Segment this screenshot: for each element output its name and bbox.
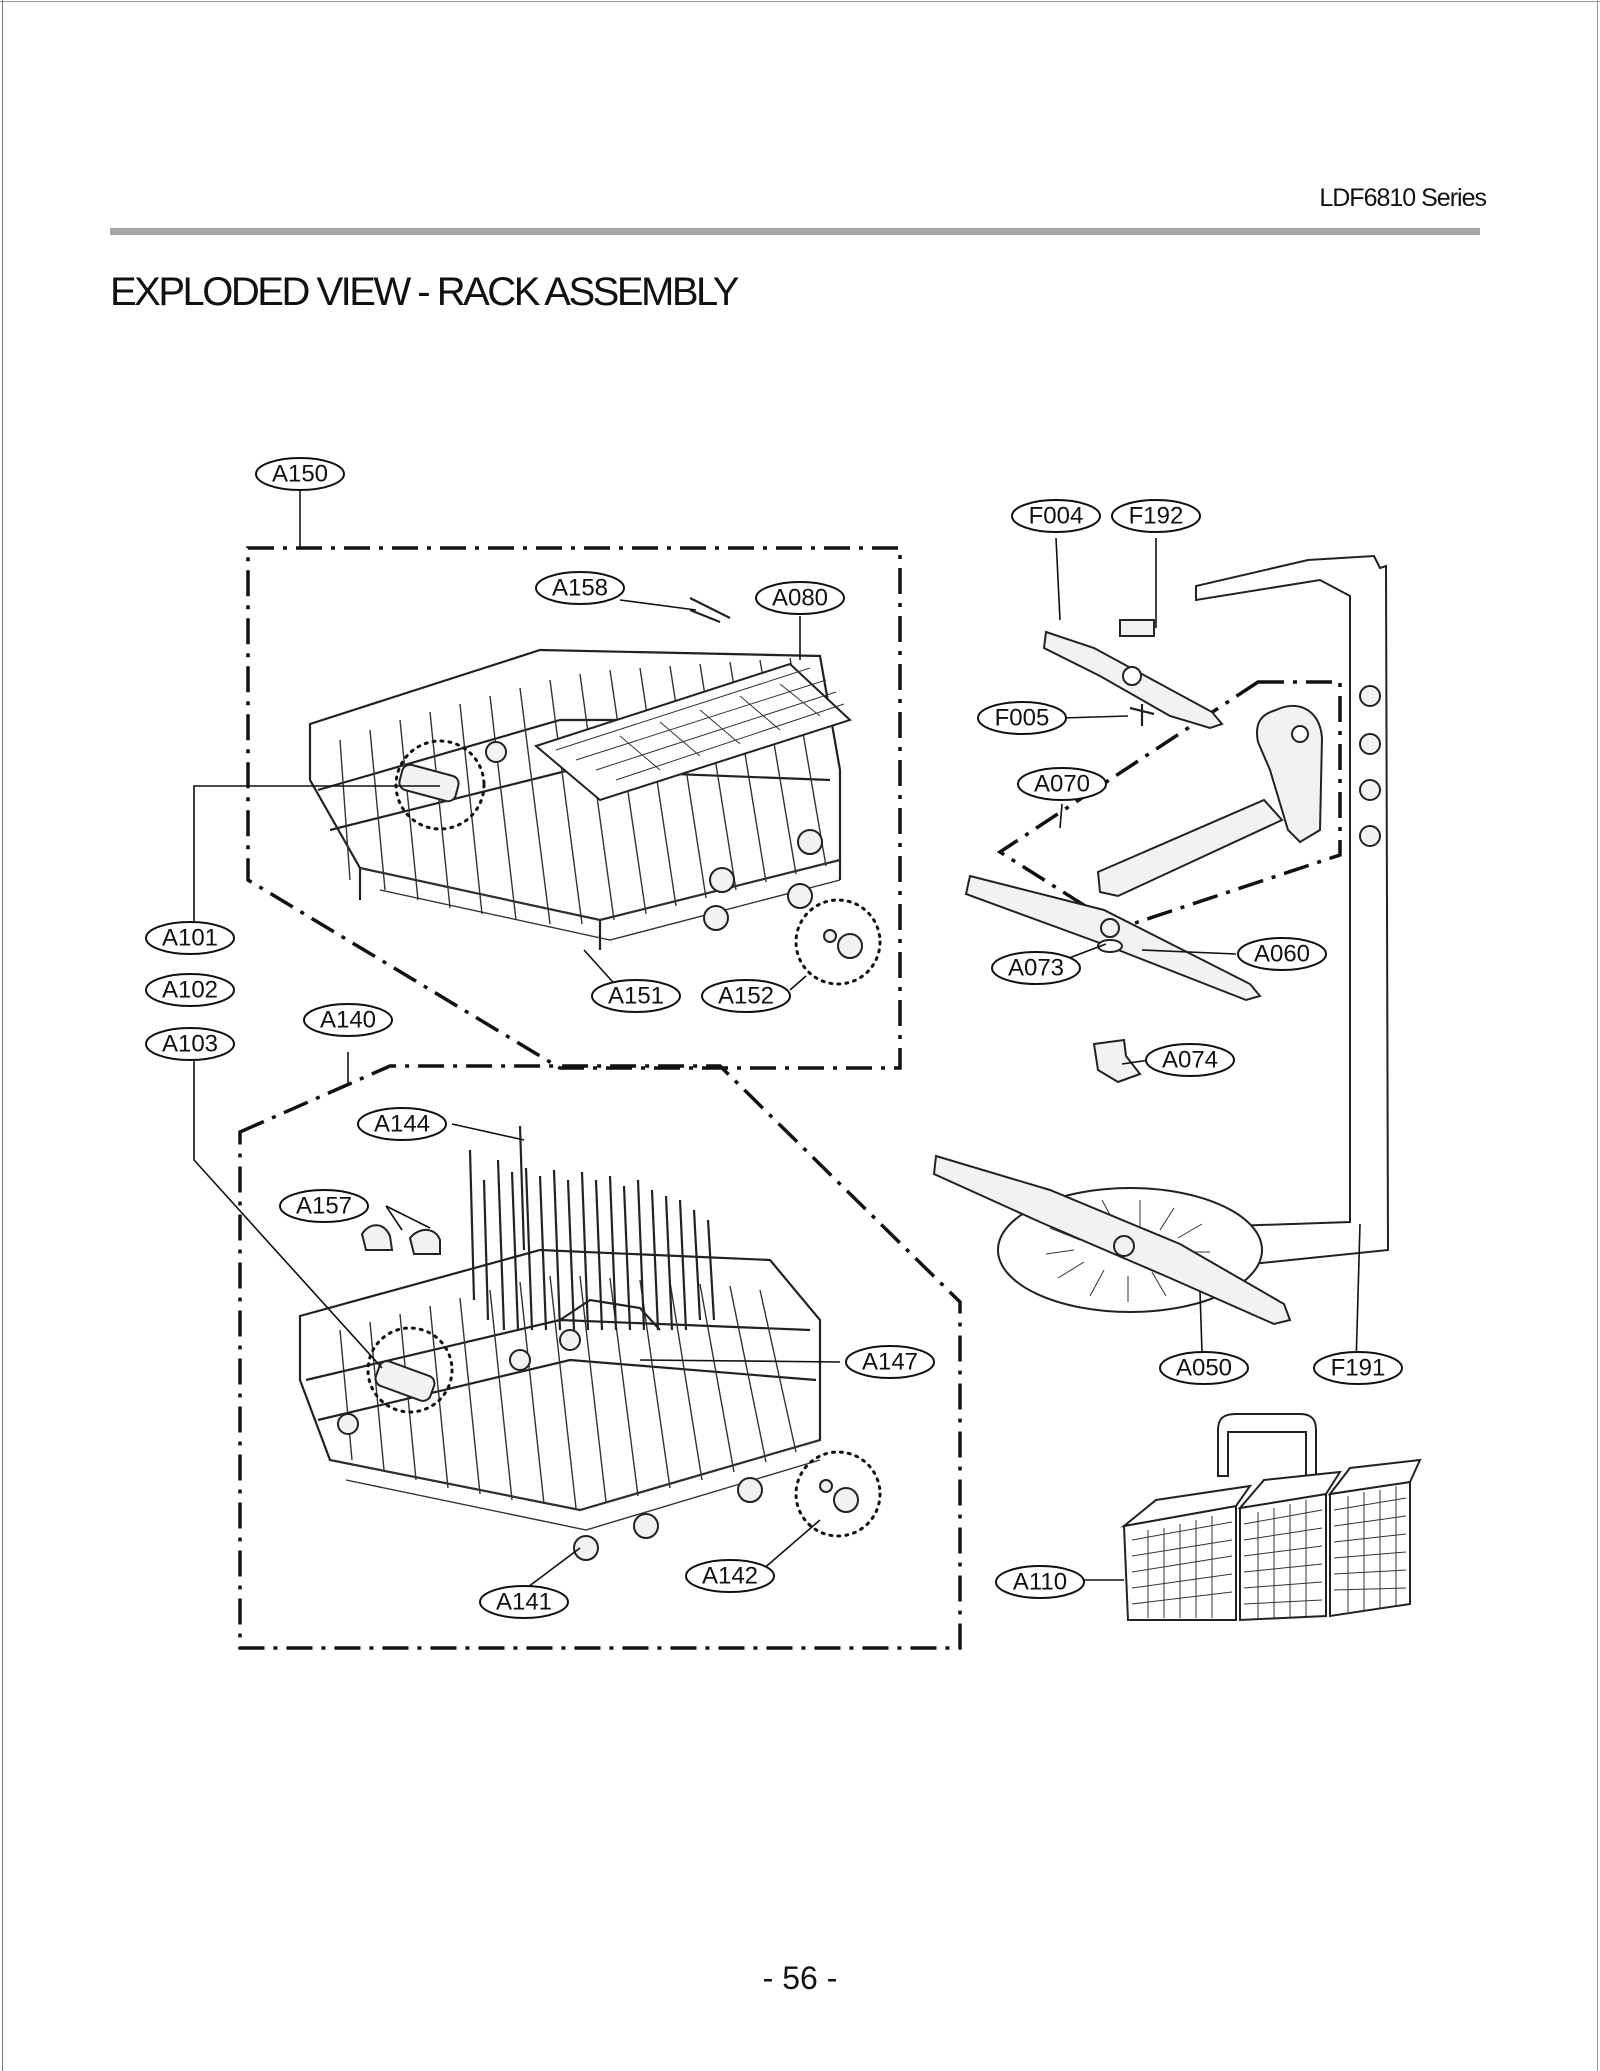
svg-text:F192: F192 bbox=[1129, 503, 1184, 530]
series-label: LDF6810 Series bbox=[1319, 184, 1487, 212]
callout-A073: A073 bbox=[991, 951, 1081, 985]
callout-A150: A150 bbox=[255, 457, 345, 491]
svg-text:A144: A144 bbox=[374, 1111, 430, 1138]
callout-A158: A158 bbox=[535, 571, 625, 605]
callout-A152: A152 bbox=[701, 979, 791, 1013]
page-title: EXPLODED VIEW - RACK ASSEMBLY bbox=[110, 270, 739, 314]
page-border-top bbox=[0, 1, 1600, 2]
svg-text:A152: A152 bbox=[718, 983, 774, 1010]
svg-text:A102: A102 bbox=[162, 977, 218, 1004]
svg-text:F004: F004 bbox=[1029, 503, 1084, 530]
callout-A101: A101 bbox=[145, 921, 235, 955]
svg-text:F191: F191 bbox=[1331, 1355, 1386, 1382]
svg-text:A073: A073 bbox=[1008, 955, 1064, 982]
svg-text:A110: A110 bbox=[1013, 1569, 1067, 1596]
svg-text:A157: A157 bbox=[296, 1193, 352, 1220]
svg-text:A158: A158 bbox=[552, 575, 608, 602]
lower-rack-boundary bbox=[238, 1064, 962, 1650]
callout-A074: A074 bbox=[1145, 1043, 1235, 1077]
callout-A142: A142 bbox=[685, 1559, 775, 1593]
svg-text:A140: A140 bbox=[320, 1007, 376, 1034]
callout-A102: A102 bbox=[145, 973, 235, 1007]
callout-A144: A144 bbox=[357, 1107, 447, 1141]
callout-F004: F004 bbox=[1011, 499, 1101, 533]
svg-text:A074: A074 bbox=[1162, 1047, 1218, 1074]
callout-A103: A103 bbox=[145, 1027, 235, 1061]
callout-A060: A060 bbox=[1237, 937, 1327, 971]
spray-parts-drawing bbox=[932, 554, 1390, 1326]
svg-text:A060: A060 bbox=[1254, 941, 1310, 968]
callout-A110: A110 bbox=[995, 1565, 1085, 1599]
callout-A147: A147 bbox=[845, 1345, 935, 1379]
spray-arm-boundary bbox=[996, 680, 1342, 930]
callout-A140: A140 bbox=[303, 1003, 393, 1037]
callout-A050: A050 bbox=[1159, 1351, 1249, 1385]
svg-text:A142: A142 bbox=[702, 1563, 758, 1590]
upper-rack-boundary bbox=[246, 546, 902, 1070]
svg-text:A151: A151 bbox=[608, 983, 664, 1010]
upper-rack-drawing bbox=[308, 597, 882, 986]
page-number: - 56 - bbox=[762, 1960, 838, 1996]
svg-text:A141: A141 bbox=[496, 1589, 552, 1616]
leader-lines bbox=[193, 490, 1361, 1591]
svg-text:A147: A147 bbox=[862, 1349, 918, 1376]
lower-rack-drawing bbox=[298, 1125, 882, 1561]
silverware-basket-drawing bbox=[1120, 1413, 1422, 1622]
svg-text:A103: A103 bbox=[162, 1031, 218, 1058]
callout-A080: A080 bbox=[755, 581, 845, 615]
svg-text:A101: A101 bbox=[162, 925, 218, 952]
callout-A070: A070 bbox=[1017, 767, 1107, 801]
callout-A157: A157 bbox=[279, 1189, 369, 1223]
callout-A151: A151 bbox=[591, 979, 681, 1013]
svg-text:F005: F005 bbox=[995, 705, 1050, 732]
svg-text:A080: A080 bbox=[772, 585, 828, 612]
svg-text:A150: A150 bbox=[272, 461, 328, 488]
header-rule bbox=[110, 228, 1480, 235]
callout-F005: F005 bbox=[977, 701, 1067, 735]
svg-text:A050: A050 bbox=[1176, 1355, 1232, 1382]
callout-A141: A141 bbox=[479, 1585, 569, 1619]
callout-F191: F191 bbox=[1313, 1351, 1403, 1385]
page-border-left bbox=[2, 0, 3, 2071]
callout-F192: F192 bbox=[1111, 499, 1201, 533]
page-border-right bbox=[1597, 0, 1598, 2071]
svg-text:A070: A070 bbox=[1034, 771, 1090, 798]
